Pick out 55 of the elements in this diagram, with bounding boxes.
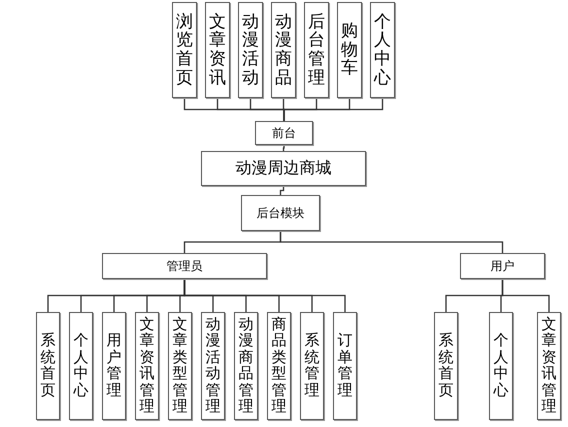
connector-line: [283, 98, 384, 121]
module-box: [102, 312, 126, 420]
module-box: [172, 2, 197, 98]
module-label: 文章资讯: [209, 12, 226, 88]
module-box: [434, 312, 458, 420]
module-label: 订单管理: [338, 333, 352, 399]
module-label: 动漫活动: [242, 12, 259, 88]
module-box: [370, 2, 395, 98]
module-box: [241, 195, 320, 231]
module-box: [267, 312, 291, 420]
module-label: 文章类型管理: [172, 316, 188, 416]
module-label: 用户管理: [106, 333, 122, 399]
module-label: 个人中心: [374, 12, 391, 88]
module-box: [300, 312, 324, 420]
module-box: [460, 253, 545, 279]
module-label: 文章资讯管理: [140, 316, 154, 416]
module-label: 动漫周边商城: [236, 158, 332, 178]
module-box: [36, 312, 60, 420]
module-label: 系统首页: [40, 333, 56, 399]
module-box: [337, 2, 362, 98]
module-label: 管理员: [166, 258, 202, 275]
module-box: [102, 253, 267, 279]
module-box: [135, 312, 159, 420]
module-box: [205, 2, 230, 98]
module-label: 商品类型管理: [272, 316, 286, 416]
connector-line: [280, 231, 504, 253]
module-label: 个人中心: [494, 333, 508, 399]
module-box: [489, 312, 513, 420]
module-label: 用户: [490, 258, 514, 275]
module-label: 前台: [272, 125, 296, 142]
module-box: [271, 2, 296, 98]
module-label: 系统首页: [438, 333, 454, 399]
module-box: [168, 312, 192, 420]
module-label: 动漫活动管理: [206, 316, 220, 416]
connector-line: [502, 279, 550, 312]
module-label: 个人中心: [74, 333, 88, 399]
module-label: 动漫商品: [275, 12, 292, 88]
module-box: [234, 312, 258, 420]
module-box: [69, 312, 93, 420]
module-label: 动漫商品管理: [238, 316, 254, 416]
module-box: [238, 2, 263, 98]
connector-line: [280, 186, 284, 195]
module-box: [304, 2, 329, 98]
module-label: 购物车: [341, 22, 358, 78]
module-label: 系统管理: [304, 333, 320, 399]
module-box: [201, 312, 225, 420]
module-label: 浏览首页: [176, 12, 193, 88]
module-label: 后台管理: [308, 12, 325, 88]
module-box: [333, 312, 357, 420]
connector-line: [184, 279, 346, 312]
module-box: [201, 151, 366, 186]
module-label: 后台模块: [256, 205, 304, 222]
module-box: [537, 312, 561, 420]
module-box: [255, 121, 313, 145]
module-label: 文章资讯管理: [542, 316, 556, 416]
